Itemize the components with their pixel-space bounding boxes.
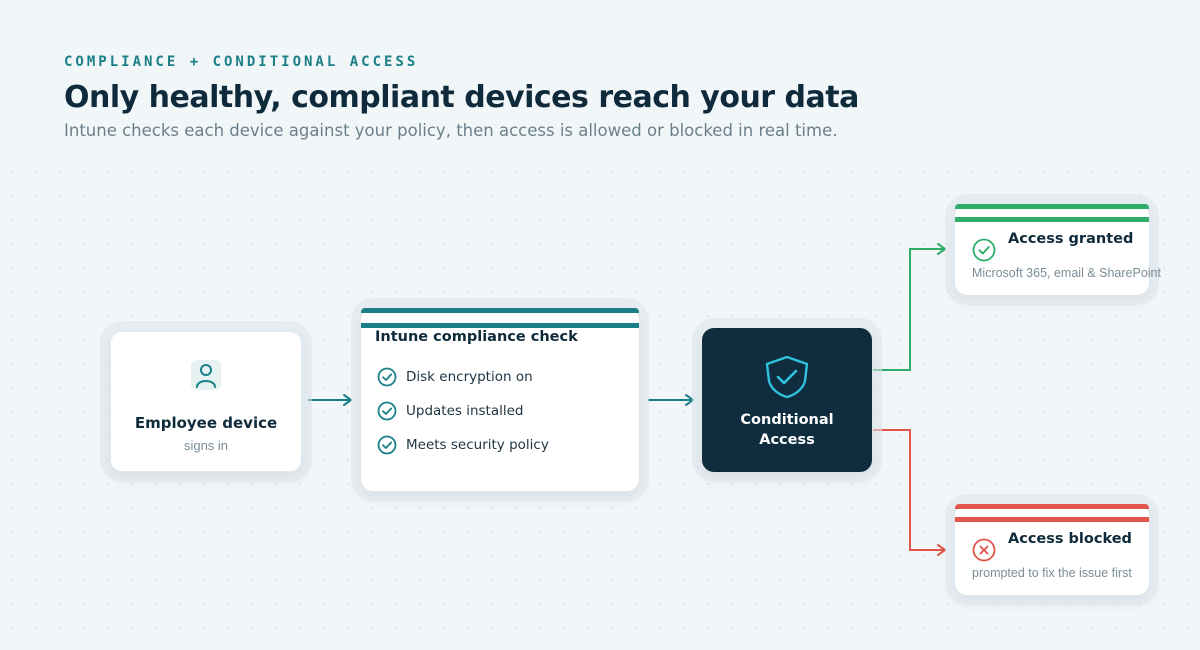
check-circle-icon xyxy=(972,238,996,262)
check-item-label: Updates installed xyxy=(406,403,524,419)
access-granted-card: Access granted Microsoft 365, email & Sh… xyxy=(955,204,1161,295)
check-circle-icon xyxy=(377,367,397,387)
card-top-stripe xyxy=(955,204,1149,209)
arrow-ca-to-granted xyxy=(873,243,946,371)
arrow-check-to-ca xyxy=(648,394,694,406)
eyebrow-label: COMPLIANCE + CONDITIONAL ACCESS xyxy=(64,54,419,70)
person-icon xyxy=(191,360,221,390)
check-item-label: Disk encryption on xyxy=(406,369,533,385)
conditional-access-line2: Access xyxy=(759,432,815,448)
check-circle-icon xyxy=(377,435,397,455)
employee-device-card: Employee device signs in xyxy=(110,331,302,472)
card-second-stripe xyxy=(361,323,639,328)
card-second-stripe xyxy=(955,517,1149,522)
employee-device-subtitle: signs in xyxy=(183,438,229,453)
card-second-stripe xyxy=(955,217,1149,222)
list-item: Updates installed xyxy=(377,394,549,428)
page-title: Only healthy, compliant devices reach yo… xyxy=(64,80,859,115)
compliance-check-list: Disk encryption on Updates installed Mee… xyxy=(377,360,549,462)
employee-device-title: Employee device xyxy=(134,414,278,432)
compliance-check-title: Intune compliance check xyxy=(375,329,578,345)
arrow-ca-to-blocked xyxy=(873,429,946,556)
card-top-stripe xyxy=(361,308,639,313)
card-top-stripe xyxy=(955,504,1149,509)
access-blocked-card: Access blocked prompted to fix the issue… xyxy=(955,504,1149,595)
shield-check-icon xyxy=(765,355,809,399)
access-granted-subtitle: Microsoft 365, email & SharePoint xyxy=(972,266,1161,280)
conditional-access-card: Conditional Access xyxy=(702,328,872,472)
access-granted-title: Access granted xyxy=(1008,231,1134,247)
conditional-access-title: Conditional Access xyxy=(702,410,872,450)
arrow-device-to-check xyxy=(308,394,352,406)
list-item: Meets security policy xyxy=(377,428,549,462)
page-subtitle: Intune checks each device against your p… xyxy=(64,121,838,140)
check-item-label: Meets security policy xyxy=(406,437,549,453)
check-circle-icon xyxy=(377,401,397,421)
compliance-check-card: Intune compliance check Disk encryption … xyxy=(361,308,639,491)
list-item: Disk encryption on xyxy=(377,360,549,394)
access-blocked-subtitle: prompted to fix the issue first xyxy=(972,566,1132,580)
access-blocked-title: Access blocked xyxy=(1008,531,1132,547)
conditional-access-line1: Conditional xyxy=(740,412,834,428)
x-circle-icon xyxy=(972,538,996,562)
